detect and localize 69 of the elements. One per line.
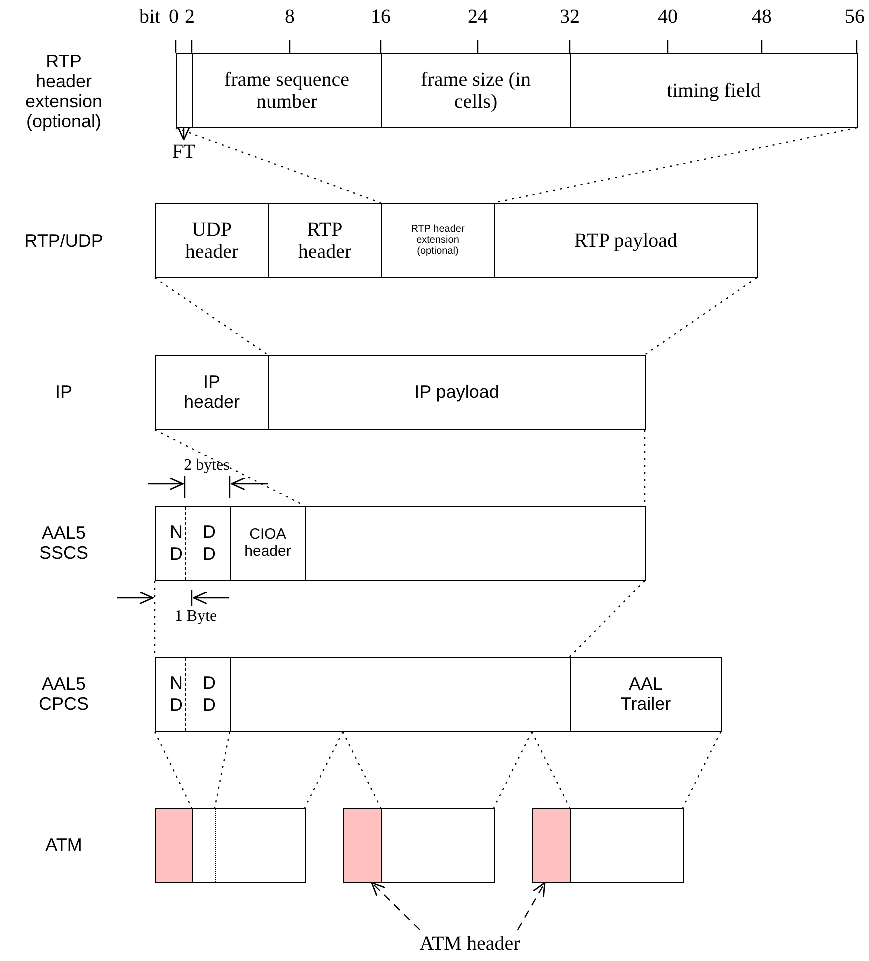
field-box xyxy=(230,506,306,581)
field-box xyxy=(155,203,269,278)
field-label: N D xyxy=(169,522,184,566)
field-box xyxy=(305,506,646,581)
bit-position-label: 2 xyxy=(184,6,196,28)
cell-header-box xyxy=(155,808,193,883)
cell-header-box xyxy=(532,808,571,883)
layer-label: RTP header extension (optional) xyxy=(24,52,104,132)
dotted-guide-line xyxy=(154,278,268,356)
dotted-guide-line xyxy=(214,732,231,808)
layer-label: IP xyxy=(54,382,74,402)
field-label: frame sequence number xyxy=(224,68,350,112)
cell-payload-box xyxy=(192,808,306,883)
bit-position-label: 0 xyxy=(168,6,180,28)
field-label: D D xyxy=(202,672,217,716)
bit-position-label: 24 xyxy=(467,6,489,28)
field-label: timing field xyxy=(667,80,761,102)
field-box xyxy=(176,53,193,128)
dotted-guide-line xyxy=(154,732,193,808)
field-box xyxy=(381,53,571,128)
field-label: RTP header xyxy=(297,218,353,262)
cell-payload-box xyxy=(381,808,495,883)
bit-position-label: 32 xyxy=(559,6,581,28)
field-label: RTP payload xyxy=(574,230,678,252)
field-label: IP payload xyxy=(414,382,500,402)
dimension-label: 2 bytes xyxy=(183,457,231,475)
bit-position-label: 48 xyxy=(751,6,773,28)
field-box xyxy=(230,657,571,732)
dotted-guide-line xyxy=(304,732,344,808)
dotted-guide-line xyxy=(682,732,722,808)
field-label: UDP header xyxy=(184,218,240,262)
field-box xyxy=(155,506,231,581)
bit-position-label: 16 xyxy=(370,6,392,28)
dotted-guide-line xyxy=(176,127,382,204)
field-label: CIOA header xyxy=(244,527,292,560)
bit-position-label: 8 xyxy=(284,6,296,28)
layer-label: RTP/UDP xyxy=(24,230,104,252)
field-box xyxy=(155,355,269,430)
field-box xyxy=(570,53,858,128)
dotted-guide-line xyxy=(493,732,533,808)
cell-payload-box xyxy=(570,808,684,883)
field-box xyxy=(192,53,382,128)
field-label: N D xyxy=(169,672,184,716)
field-label: IP header xyxy=(182,372,242,412)
field-box xyxy=(381,203,495,278)
layer-label: AAL5 CPCS xyxy=(38,674,90,714)
layer-label: AAL5 SSCS xyxy=(38,522,90,564)
field-label: D D xyxy=(202,522,217,566)
dotted-guide-line xyxy=(531,732,571,808)
field-label: RTP header extension (optional) xyxy=(410,224,466,257)
bit-position-label: 56 xyxy=(844,6,866,28)
field-box xyxy=(268,355,646,430)
field-label: frame size (in cells) xyxy=(420,68,532,112)
arrow xyxy=(177,126,191,141)
cell-header-box xyxy=(343,808,382,883)
arrow xyxy=(517,882,546,930)
dotted-guide-line xyxy=(570,580,646,658)
dotted-guide-line xyxy=(342,732,382,808)
bit-position-label: 40 xyxy=(657,6,679,28)
field-box xyxy=(570,657,722,732)
bit-position-label: bit xyxy=(138,6,162,28)
field-box xyxy=(155,657,231,732)
dimension-label: 1 Byte xyxy=(174,608,218,626)
field-box xyxy=(268,203,382,278)
field-label: AAL Trailer xyxy=(620,674,672,714)
dotted-guide-line xyxy=(644,278,758,356)
field-box xyxy=(494,203,758,278)
arrow xyxy=(371,882,420,930)
layer-label: ATM xyxy=(44,834,84,856)
